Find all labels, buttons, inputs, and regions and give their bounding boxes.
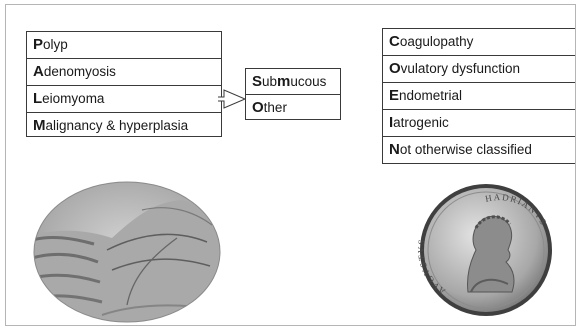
- coein-item-endometrial: Endometrial: [383, 82, 575, 109]
- coin-photo: AVGVSTVS HADRIANVS: [416, 180, 556, 320]
- leiomyoma-subtype-list: Submucous Other: [245, 68, 341, 120]
- figure-frame: Polyp Adenomyosis Leiomyoma Malignancy &…: [5, 4, 576, 326]
- coein-item-iatrogenic: Iatrogenic: [383, 109, 575, 136]
- coein-item-ovulatory: Ovulatory dysfunction: [383, 55, 575, 82]
- palm-photo: [32, 180, 222, 325]
- palm-item-malignancy: Malignancy & hyperplasia: [27, 112, 221, 139]
- palm-list: Polyp Adenomyosis Leiomyoma Malignancy &…: [26, 31, 222, 137]
- coein-item-coagulopathy: Coagulopathy: [383, 29, 575, 55]
- palm-item-polyp: Polyp: [27, 32, 221, 58]
- subtype-submucous: Submucous: [246, 69, 340, 94]
- leiomyoma-arrow: [218, 77, 248, 119]
- palm-item-leiomyoma: Leiomyoma: [27, 85, 221, 112]
- coein-list: Coagulopathy Ovulatory dysfunction Endom…: [382, 28, 576, 164]
- coein-item-not-classified: Not otherwise classified: [383, 136, 575, 163]
- palm-item-adenomyosis: Adenomyosis: [27, 58, 221, 85]
- subtype-other: Other: [246, 94, 340, 120]
